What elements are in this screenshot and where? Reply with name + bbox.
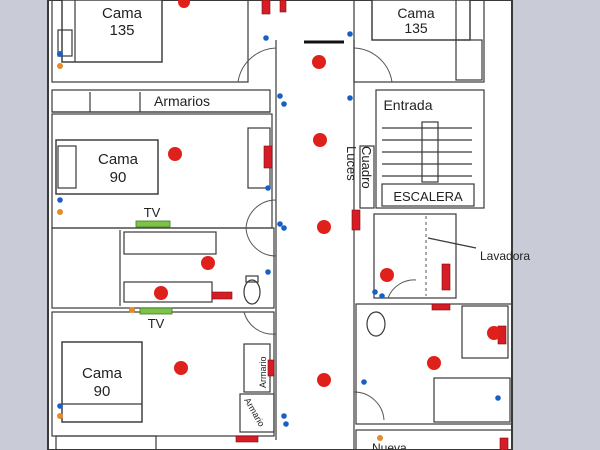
bed-90-bottom (61, 341, 143, 423)
tv-top-label: TV (144, 205, 161, 220)
bed-135-right-label-a: Cama (397, 5, 435, 21)
bedroom-top-left: Cama 135 (51, 0, 249, 83)
bed-135-left (61, 0, 163, 63)
stair-area: Entrada ESCALERA (375, 89, 485, 209)
armario-label-1: Armario (258, 356, 268, 388)
bed-90-bottom-label-a: Cama (82, 365, 123, 382)
bed-135-left-label-a: Cama (102, 5, 143, 22)
bathtub-right (461, 305, 509, 359)
cuadro-label: Cuadro (359, 146, 374, 189)
tv-bottom-label: TV (148, 316, 165, 331)
toilet-left (243, 279, 261, 305)
escalera-label: ESCALERA (393, 189, 463, 204)
bathroom-right: Nueva (355, 303, 513, 450)
bathtub-left (123, 231, 217, 255)
armarios-label: Armarios (154, 93, 210, 109)
bed-90-top-label-a: Cama (98, 151, 139, 168)
ceiling-lights (154, 0, 501, 387)
bed-90-top (55, 139, 159, 195)
bottom-cut-label: Nueva (372, 441, 407, 450)
hallway (237, 40, 393, 450)
outlets (211, 0, 509, 450)
bedroom-top-right: Cama 135 (353, 0, 485, 83)
tv-bottom (139, 307, 173, 315)
entrada-label: Entrada (383, 97, 432, 113)
bedroom-middle-left: Cama 90 (51, 113, 273, 229)
luces-label: Luces (344, 146, 359, 181)
bed-135-right-label-b: 135 (404, 20, 428, 36)
plugs (57, 31, 501, 441)
wardrobe-strip: Armarios (51, 89, 271, 113)
bed-135-left-label-b: 135 (109, 22, 134, 39)
laundry-room: Lavadora (373, 213, 530, 299)
bedroom-bottom-left: Cama 90 Armario Armario (51, 311, 275, 450)
bed-90-top-label-b: 90 (110, 169, 127, 186)
stairs (382, 121, 472, 183)
bed-90-bottom-label-b: 90 (94, 383, 111, 400)
lavadora-label: Lavadora (480, 249, 530, 263)
electrical-panel: Cuadro Luces (344, 145, 375, 209)
tv-top (135, 220, 171, 228)
bed-135-right (371, 0, 471, 41)
toilet-right (366, 311, 386, 337)
